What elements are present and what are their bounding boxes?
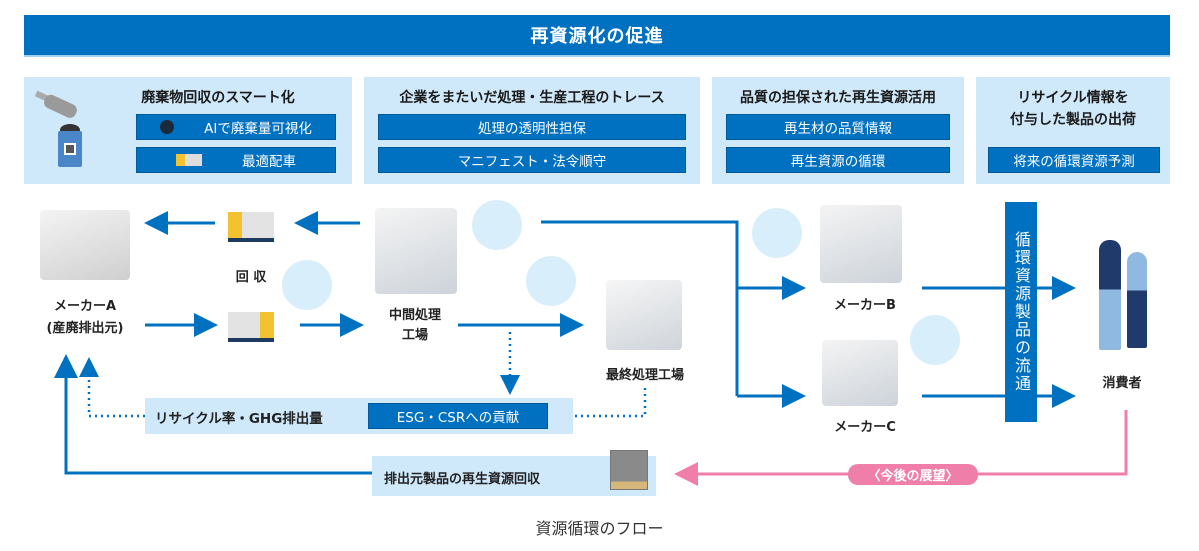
panel-title: リサイクル情報を 付与した製品の出荷 [1010,90,1136,128]
consumers-icon [1093,240,1153,350]
factory-final-icon [606,280,682,350]
dotted-final-to-metrics [575,388,647,418]
metrics-label: リサイクル率・GHG排出量 [155,411,323,427]
pill-resource-cycle: 再生資源の循環 [726,147,950,173]
line-intermediate-to-makers [541,220,739,396]
future-outlook-label: 〈今後の展望〉 [848,464,978,485]
distribution-bar: 循環資源製品の流通 [1005,202,1037,422]
maker-a-label: メーカーA (産廃排出元) [46,299,124,336]
pallet-bubble-icon [752,208,802,258]
recovery-box: 排出元製品の再生資源回収 [372,450,656,496]
pill-forecast: 将来の循環資源予測 [988,147,1160,173]
recovery-label: 排出元製品の再生資源回収 [384,472,541,487]
title-banner: 再資源化の促進 [24,15,1170,57]
box-bubble-icon [910,315,960,365]
pill-transparency: 処理の透明性担保 [378,114,686,140]
camera-and-bin-icon [34,90,82,167]
panel-quality: 品質の担保された再生資源活用 再生材の品質情報 再生資源の循環 [712,77,964,184]
maker-c-label: メーカーC [834,420,896,435]
panel-title: 品質の担保された再生資源活用 [740,90,936,106]
panel-title: 企業をまたいだ処理・生産工程のトレース [399,90,665,106]
pill-esg-csr: ESG・CSRへの貢献 [368,403,548,429]
final-plant-label: 最終処理工場 [605,368,684,383]
panel-title: 廃棄物回収のスマート化 [141,90,295,106]
pallet-qr-icon [610,450,648,490]
panel-trace: 企業をまたいだ処理・生産工程のトレース 処理の透明性担保 マニフェスト・法令順守 [364,77,700,184]
panel-shipment: リサイクル情報を 付与した製品の出荷 将来の循環資源予測 [976,77,1170,184]
pill-manifest-compliance: マニフェスト・法令順守 [378,147,686,173]
panel-smart-collection: 廃棄物回収のスマート化 AIで廃棄量可視化 最適配車 [24,77,352,184]
factory-maker-b-icon [820,205,902,283]
factory-maker-a-icon [40,210,130,280]
factory-intermediate-icon [375,208,457,294]
maker-b-label: メーカーB [834,298,896,313]
pill-ai-visualization: AIで廃棄量可視化 [136,114,336,140]
collection-label: 回 収 [235,270,267,285]
dotted-metrics-to-maker-a [79,357,145,418]
factory-maker-c-icon [822,340,898,406]
metrics-box: リサイクル率・GHG排出量 ESG・CSRへの貢献 [145,398,573,434]
figure-caption: 資源循環のフロー [535,519,664,538]
consumer-label: 消費者 [1102,376,1142,391]
compressed-waste-bubble-icon [526,256,576,306]
pill-optimal-dispatch: 最適配車 [136,147,336,173]
truck-icon [176,154,202,166]
ai-head-icon [160,120,175,134]
bin-bubble-icon [472,200,522,250]
bin-bubble-icon [282,260,332,310]
arrow-future-outlook [674,410,1128,486]
trash-bin-icon [58,124,82,167]
truck-top-icon [228,212,274,242]
arrow-recovery-to-maker-a [54,354,372,475]
security-camera-icon [34,90,77,118]
intermediate-plant-label: 中間処理 工場 [388,308,441,343]
truck-bottom-icon [228,312,274,342]
pill-material-quality: 再生材の品質情報 [726,114,950,140]
